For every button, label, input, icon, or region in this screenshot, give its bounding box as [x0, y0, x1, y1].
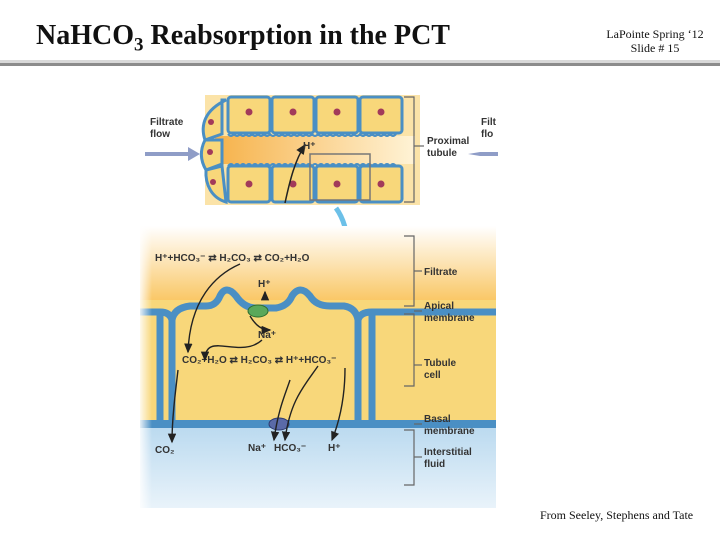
cell-equation: CO₂+H₂O ⇄ H₂CO₃ ⇄ H⁺+HCO₃⁻ — [182, 355, 336, 366]
source-credit: From Seeley, Stephens and Tate — [540, 508, 694, 522]
slide-course: LaPointe Spring ‘12 — [606, 27, 704, 41]
label-apical-line2: membrane — [424, 313, 475, 324]
title-rule-dark — [0, 63, 720, 66]
slide-title: NaHCO3 Reabsorption in the PCT — [36, 20, 450, 56]
label-tubule-line2: cell — [424, 370, 441, 381]
hco3-out-label: HCO₃⁻ — [274, 443, 306, 454]
label-interstitial-line2: fluid — [424, 459, 445, 470]
filtrate-flow-left-line2: flow — [150, 129, 170, 140]
apical-h-plus-label: H⁺ — [258, 279, 271, 290]
filtrate-flow-right-line2: flo — [481, 129, 493, 140]
label-interstitial-line1: Interstitial — [424, 447, 472, 458]
slide-number: Slide # 15 — [630, 41, 680, 55]
label-tubule-line1: Tubule — [424, 358, 456, 369]
apical-na-plus-label: Na⁺ — [258, 330, 276, 341]
top-h-plus-label: H⁺ — [303, 141, 316, 152]
bottom-cell-panel: H⁺+HCO₃⁻ ⇄ H₂CO₃ ⇄ CO₂+H₂O CO₂+H₂O ⇄ H₂C… — [140, 226, 496, 508]
title-rule-light — [0, 60, 720, 63]
top-tubule-panel: H⁺ Filtrate flow Filt flo Proximal tubul… — [145, 95, 498, 205]
h-out-label: H⁺ — [328, 443, 341, 454]
slide-info: LaPointe Spring ‘12 Slide # 15 — [600, 27, 710, 55]
label-basal-line1: Basal — [424, 414, 451, 425]
filtrate-flow-right-line1: Filt — [481, 117, 497, 128]
label-apical-line1: Apical — [424, 301, 454, 312]
proximal-tubule-line1: Proximal — [427, 136, 469, 147]
filtrate-flow-left-line1: Filtrate — [150, 117, 184, 128]
label-filtrate: Filtrate — [424, 267, 458, 278]
proximal-tubule-line2: tubule — [427, 148, 457, 159]
label-basal-line2: membrane — [424, 426, 475, 437]
co2-out-label: CO₂ — [155, 445, 174, 456]
na-out-label: Na⁺ — [248, 443, 266, 454]
lumen-equation: H⁺+HCO₃⁻ ⇄ H₂CO₃ ⇄ CO₂+H₂O — [155, 253, 310, 264]
